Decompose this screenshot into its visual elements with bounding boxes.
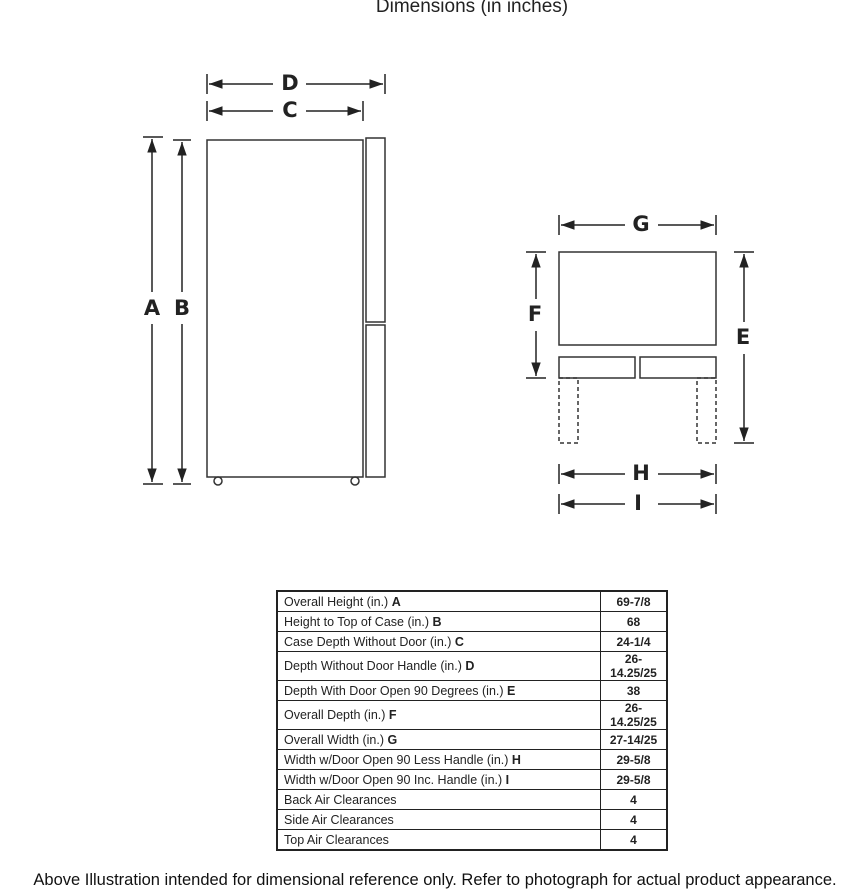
label-f: F — [528, 302, 542, 326]
lower-door-side — [365, 324, 386, 478]
label-b: B — [174, 296, 190, 320]
right-door-top — [639, 356, 717, 379]
spec-code: A — [391, 594, 401, 609]
label-d: D — [281, 71, 298, 95]
table-row: Width w/Door Open 90 Less Handle (in.) H… — [276, 749, 668, 770]
table-row: Top Air Clearances 4 — [276, 829, 668, 851]
label-g: G — [632, 212, 649, 236]
upper-door-side — [365, 137, 386, 323]
spec-code: H — [511, 752, 521, 767]
side-view — [206, 137, 386, 486]
spec-value: 24-1/4 — [600, 631, 668, 652]
spec-label: Overall Depth (in.) F — [276, 700, 601, 730]
label-i: I — [634, 491, 642, 515]
spec-label: Width w/Door Open 90 Less Handle (in.) H — [276, 749, 601, 770]
label-e: E — [736, 325, 750, 349]
spec-label: Width w/Door Open 90 Inc. Handle (in.) I — [276, 769, 601, 790]
spec-value: 29-5/8 — [600, 749, 668, 770]
spec-label: Back Air Clearances — [276, 789, 601, 810]
dimension-g — [558, 215, 717, 235]
front-wheel — [213, 476, 223, 486]
spec-value: 69-7/8 — [600, 590, 668, 612]
spec-value: 29-5/8 — [600, 769, 668, 790]
table-row: Overall Depth (in.) F 26-14.25/25 — [276, 700, 668, 730]
cabinet-top — [558, 251, 717, 346]
dimensions-table: Overall Height (in.) A 69-7/8 Height to … — [276, 590, 668, 851]
spec-value: 4 — [600, 789, 668, 810]
dimension-d — [206, 74, 386, 94]
dimension-i — [558, 494, 717, 514]
dimension-a — [143, 136, 163, 485]
spec-label: Case Depth Without Door (in.) C — [276, 631, 601, 652]
spec-code: G — [387, 732, 398, 747]
disclaimer-footer: Above Illustration intended for dimensio… — [33, 871, 837, 889]
table-row: Side Air Clearances 4 — [276, 809, 668, 830]
table-row: Case Depth Without Door (in.) C 24-1/4 — [276, 631, 668, 652]
spec-value: 26-14.25/25 — [600, 700, 668, 730]
spec-value: 27-14/25 — [600, 729, 668, 750]
dimension-c — [206, 101, 364, 121]
spec-label: Side Air Clearances — [276, 809, 601, 830]
left-door-open-outline — [558, 377, 579, 444]
dimension-h — [558, 464, 717, 484]
dimension-diagram: D C A B G — [143, 71, 754, 515]
spec-code: D — [465, 659, 475, 673]
right-door-open-outline — [696, 377, 717, 444]
label-a: A — [144, 296, 161, 320]
spec-label: Depth With Door Open 90 Degrees (in.) E — [276, 680, 601, 701]
left-door-top — [558, 356, 636, 379]
spec-value: 68 — [600, 611, 668, 632]
table-row: Depth With Door Open 90 Degrees (in.) E … — [276, 680, 668, 701]
cabinet-side — [206, 139, 364, 478]
spec-code: E — [507, 683, 516, 698]
spec-value: 4 — [600, 809, 668, 830]
spec-code: C — [454, 634, 464, 649]
table-row: Width w/Door Open 90 Inc. Handle (in.) I… — [276, 769, 668, 790]
spec-code: B — [432, 614, 442, 629]
label-h: H — [632, 461, 650, 485]
spec-value: 4 — [600, 829, 668, 851]
spec-label: Top Air Clearances — [276, 829, 601, 851]
spec-label: Height to Top of Case (in.) B — [276, 611, 601, 632]
top-view — [558, 251, 717, 444]
dimension-f — [526, 251, 546, 379]
spec-label: Overall Width (in.) G — [276, 729, 601, 750]
spec-label: Depth Without Door Handle (in.) D — [276, 651, 601, 681]
page-title: Dimensions (in inches) — [375, 0, 569, 17]
table-row: Overall Width (in.) G 27-14/25 — [276, 729, 668, 750]
spec-value: 38 — [600, 680, 668, 701]
table-row: Depth Without Door Handle (in.) D 26-14.… — [276, 651, 668, 681]
table-row: Height to Top of Case (in.) B 68 — [276, 611, 668, 632]
spec-code: F — [388, 708, 397, 722]
dimension-b — [173, 139, 191, 485]
spec-code: I — [505, 772, 510, 787]
table-row: Overall Height (in.) A 69-7/8 — [276, 590, 668, 612]
label-c: C — [282, 98, 297, 122]
dimension-e — [734, 251, 754, 444]
spec-label: Overall Height (in.) A — [276, 590, 601, 612]
spec-value: 26-14.25/25 — [600, 651, 668, 681]
rear-wheel — [350, 476, 360, 486]
table-row: Back Air Clearances 4 — [276, 789, 668, 810]
